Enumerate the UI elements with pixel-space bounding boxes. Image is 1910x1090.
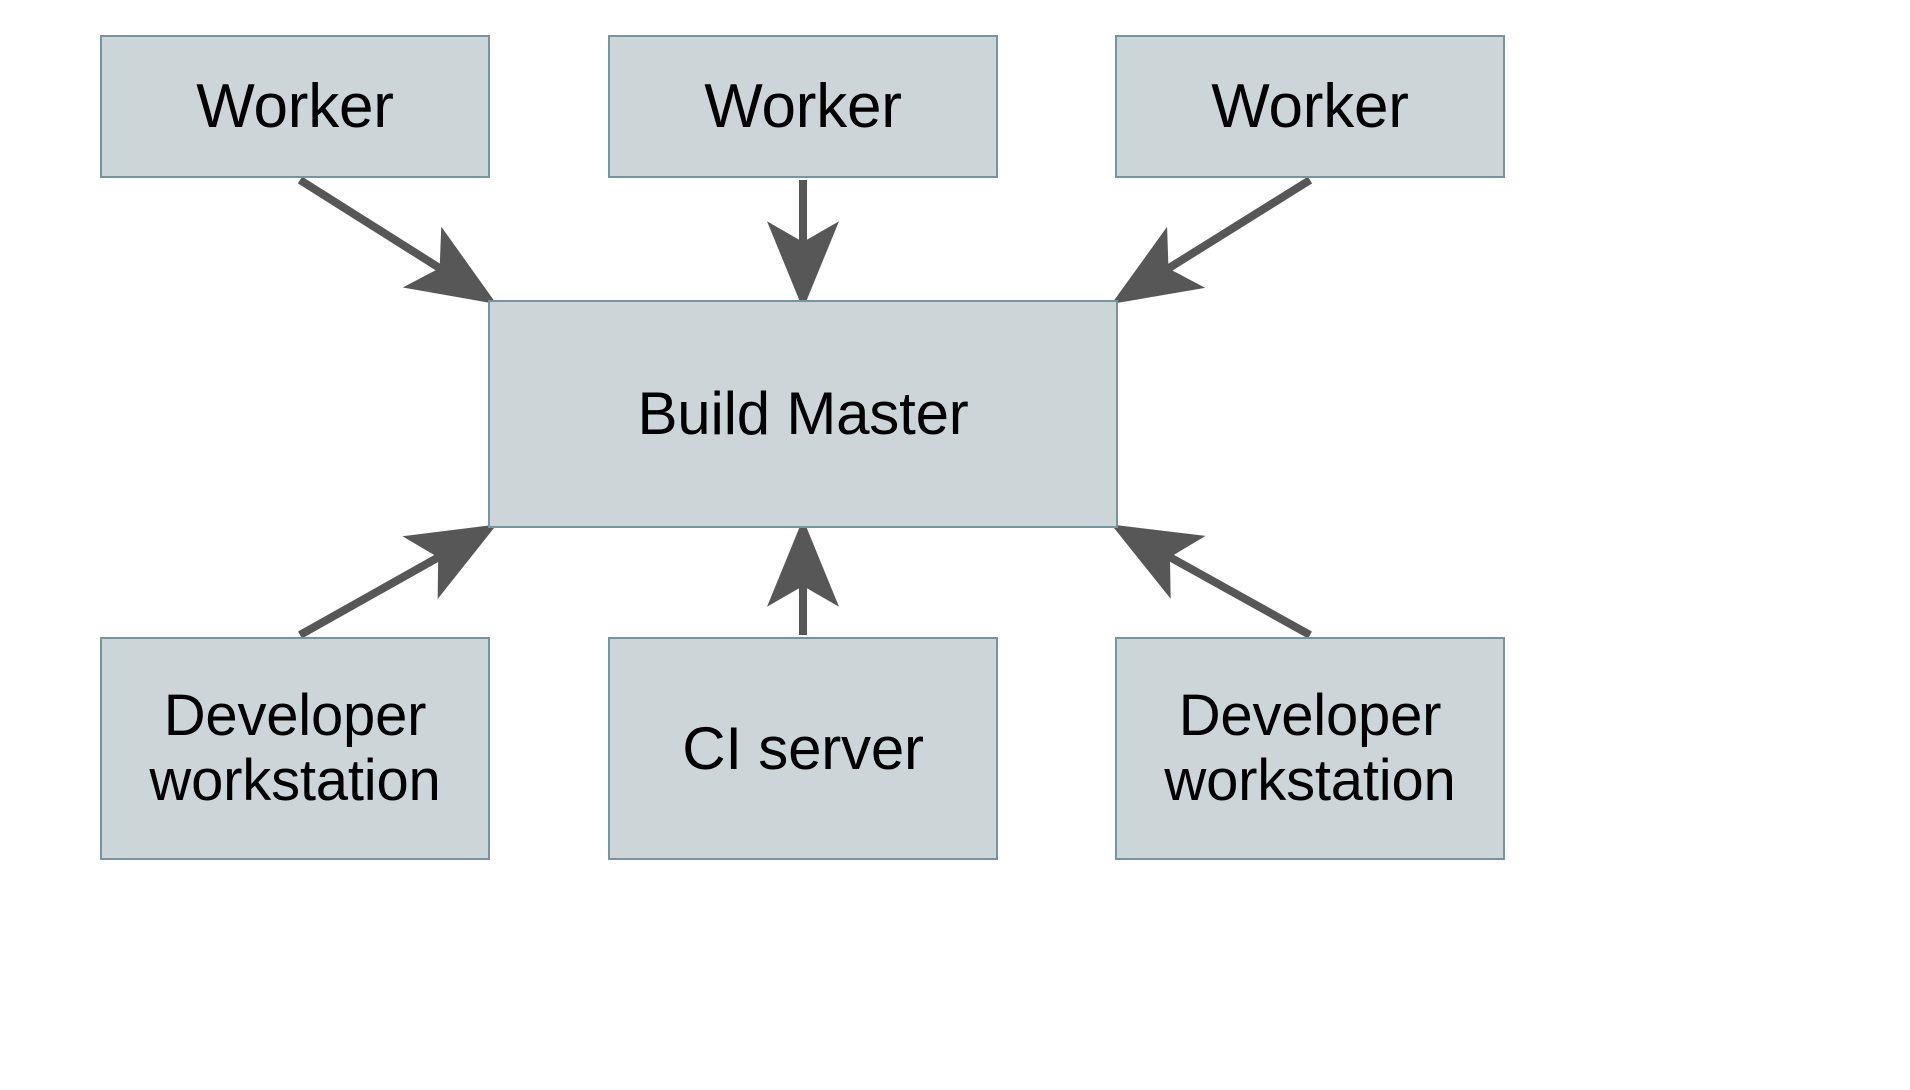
node-label-worker-right: Worker bbox=[1211, 71, 1409, 141]
node-label-build-master: Build Master bbox=[637, 380, 969, 448]
edge-dev-right-to-master bbox=[1111, 524, 1312, 639]
node-build-master[interactable]: Build Master bbox=[488, 300, 1118, 528]
edge-dev-left-to-master bbox=[298, 524, 497, 639]
node-developer-workstation-right[interactable]: Developer workstation bbox=[1115, 637, 1505, 860]
node-label-worker-center: Worker bbox=[704, 71, 902, 141]
node-worker-center[interactable]: Worker bbox=[608, 35, 998, 178]
node-ci-server[interactable]: CI server bbox=[608, 637, 998, 860]
node-worker-right[interactable]: Worker bbox=[1115, 35, 1505, 178]
node-label-ci-server: CI server bbox=[682, 714, 924, 782]
node-label-developer-workstation-left: Developer workstation bbox=[149, 682, 441, 813]
node-label-developer-workstation-right: Developer workstation bbox=[1164, 682, 1456, 813]
edge-worker-right-to-master bbox=[1111, 176, 1313, 304]
node-label-worker-left: Worker bbox=[196, 71, 394, 141]
edge-worker-left-to-master bbox=[297, 176, 497, 304]
node-worker-left[interactable]: Worker bbox=[100, 35, 490, 178]
node-developer-workstation-left[interactable]: Developer workstation bbox=[100, 637, 490, 860]
